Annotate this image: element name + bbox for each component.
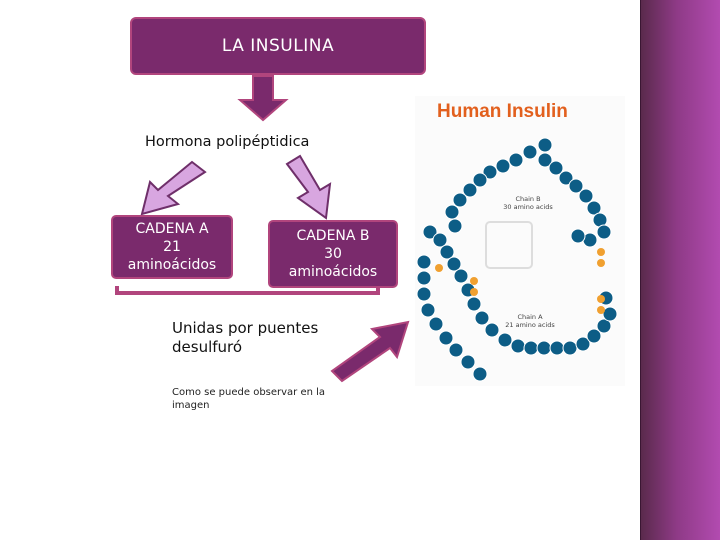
amino-acid-bead xyxy=(495,158,511,174)
amino-acid-bead xyxy=(462,182,478,198)
chain-b-line-2: 30 xyxy=(324,246,342,262)
amino-acid-bead xyxy=(472,366,488,382)
disulfide-bond xyxy=(597,259,605,267)
right-branch-arrow xyxy=(285,154,332,220)
amino-acid-bead xyxy=(549,340,565,356)
amino-acid-bead xyxy=(460,354,476,370)
title-box: LA INSULINA xyxy=(130,17,426,75)
chain-b-line-1: CADENA B xyxy=(296,228,370,244)
amino-acid-bead xyxy=(602,306,618,322)
amino-acid-bead xyxy=(578,188,594,204)
amino-acid-bead xyxy=(586,328,602,344)
amino-acid-bead xyxy=(596,224,612,240)
amino-acid-bead xyxy=(422,224,438,240)
diagonal-arrow xyxy=(330,320,410,383)
amino-acid-bead xyxy=(510,338,526,354)
amino-acid-bead xyxy=(523,340,539,356)
amino-acid-bead xyxy=(472,172,488,188)
amino-acid-bead xyxy=(444,204,460,220)
chain-b-figure-label: Chain B 30 amino acids xyxy=(503,195,553,211)
chain-a-box: CADENA A 21 aminoácidos xyxy=(111,215,233,279)
amino-acid-bead xyxy=(420,302,436,318)
chain-a-figure-label: Chain A 21 amino acids xyxy=(505,313,555,329)
figure-title: Human Insulin xyxy=(437,101,568,122)
chain-b-box: CADENA B 30 aminoácidos xyxy=(268,220,398,288)
disulfide-bond xyxy=(597,295,605,303)
image-note: Como se puede observar en la imagen xyxy=(172,387,326,411)
amino-acid-bead xyxy=(568,178,584,194)
chain-b-figure-label-1: Chain B xyxy=(515,195,541,203)
amino-acid-bead xyxy=(558,170,574,186)
amino-acid-bead xyxy=(446,256,462,272)
chain-a-line-2: 21 xyxy=(163,239,181,255)
bond-description: Unidas por puentes desulfuró xyxy=(172,319,319,356)
amino-acid-bead xyxy=(522,144,538,160)
amino-acid-bead xyxy=(596,318,612,334)
down-arrow xyxy=(237,75,289,122)
amino-acid-bead xyxy=(537,152,553,168)
amino-acid-bead xyxy=(447,218,463,234)
chain-a-figure-label-2: 21 amino acids xyxy=(505,321,555,329)
amino-acid-bead xyxy=(586,200,602,216)
chain-a-line-1: CADENA A xyxy=(135,221,209,237)
amino-acid-bead xyxy=(416,270,432,286)
watermark-box xyxy=(485,221,533,269)
amino-acid-bead xyxy=(562,340,578,356)
amino-acid-bead xyxy=(536,340,552,356)
chain-bracket xyxy=(115,286,380,295)
hormone-label: Hormona polipéptidica xyxy=(145,134,310,150)
amino-acid-bead xyxy=(466,296,482,312)
amino-acid-bead xyxy=(575,336,591,352)
amino-acid-bead xyxy=(497,332,513,348)
amino-acid-bead xyxy=(439,244,455,260)
amino-acid-bead xyxy=(548,160,564,176)
chain-a-figure-label-1: Chain A xyxy=(517,313,543,321)
chain-b-line-3: aminoácidos xyxy=(288,264,378,280)
amino-acid-bead xyxy=(432,232,448,248)
amino-acid-bead xyxy=(484,322,500,338)
disulfide-bond xyxy=(470,288,478,296)
amino-acid-bead xyxy=(570,228,586,244)
amino-acid-bead xyxy=(452,192,468,208)
decorative-side-band xyxy=(641,0,720,540)
amino-acid-bead xyxy=(508,152,524,168)
amino-acid-bead xyxy=(448,342,464,358)
amino-acid-bead xyxy=(453,268,469,284)
amino-acid-bead xyxy=(482,164,498,180)
disulfide-bonds xyxy=(435,248,605,314)
amino-acid-bead xyxy=(537,137,553,153)
amino-acid-bead xyxy=(416,254,432,270)
disulfide-bond xyxy=(435,264,443,272)
disulfide-bond xyxy=(470,277,478,285)
disulfide-bond xyxy=(597,306,605,314)
chain-b-figure-label-2: 30 amino acids xyxy=(503,203,553,211)
amino-acid-bead xyxy=(428,316,444,332)
chain-a-line-3: aminoácidos xyxy=(127,257,217,273)
disulfide-bond xyxy=(597,248,605,256)
title-text: LA INSULINA xyxy=(221,36,335,56)
left-branch-arrow xyxy=(140,160,207,216)
amino-acid-bead xyxy=(416,286,432,302)
amino-acid-bead xyxy=(474,310,490,326)
amino-acid-bead xyxy=(438,330,454,346)
